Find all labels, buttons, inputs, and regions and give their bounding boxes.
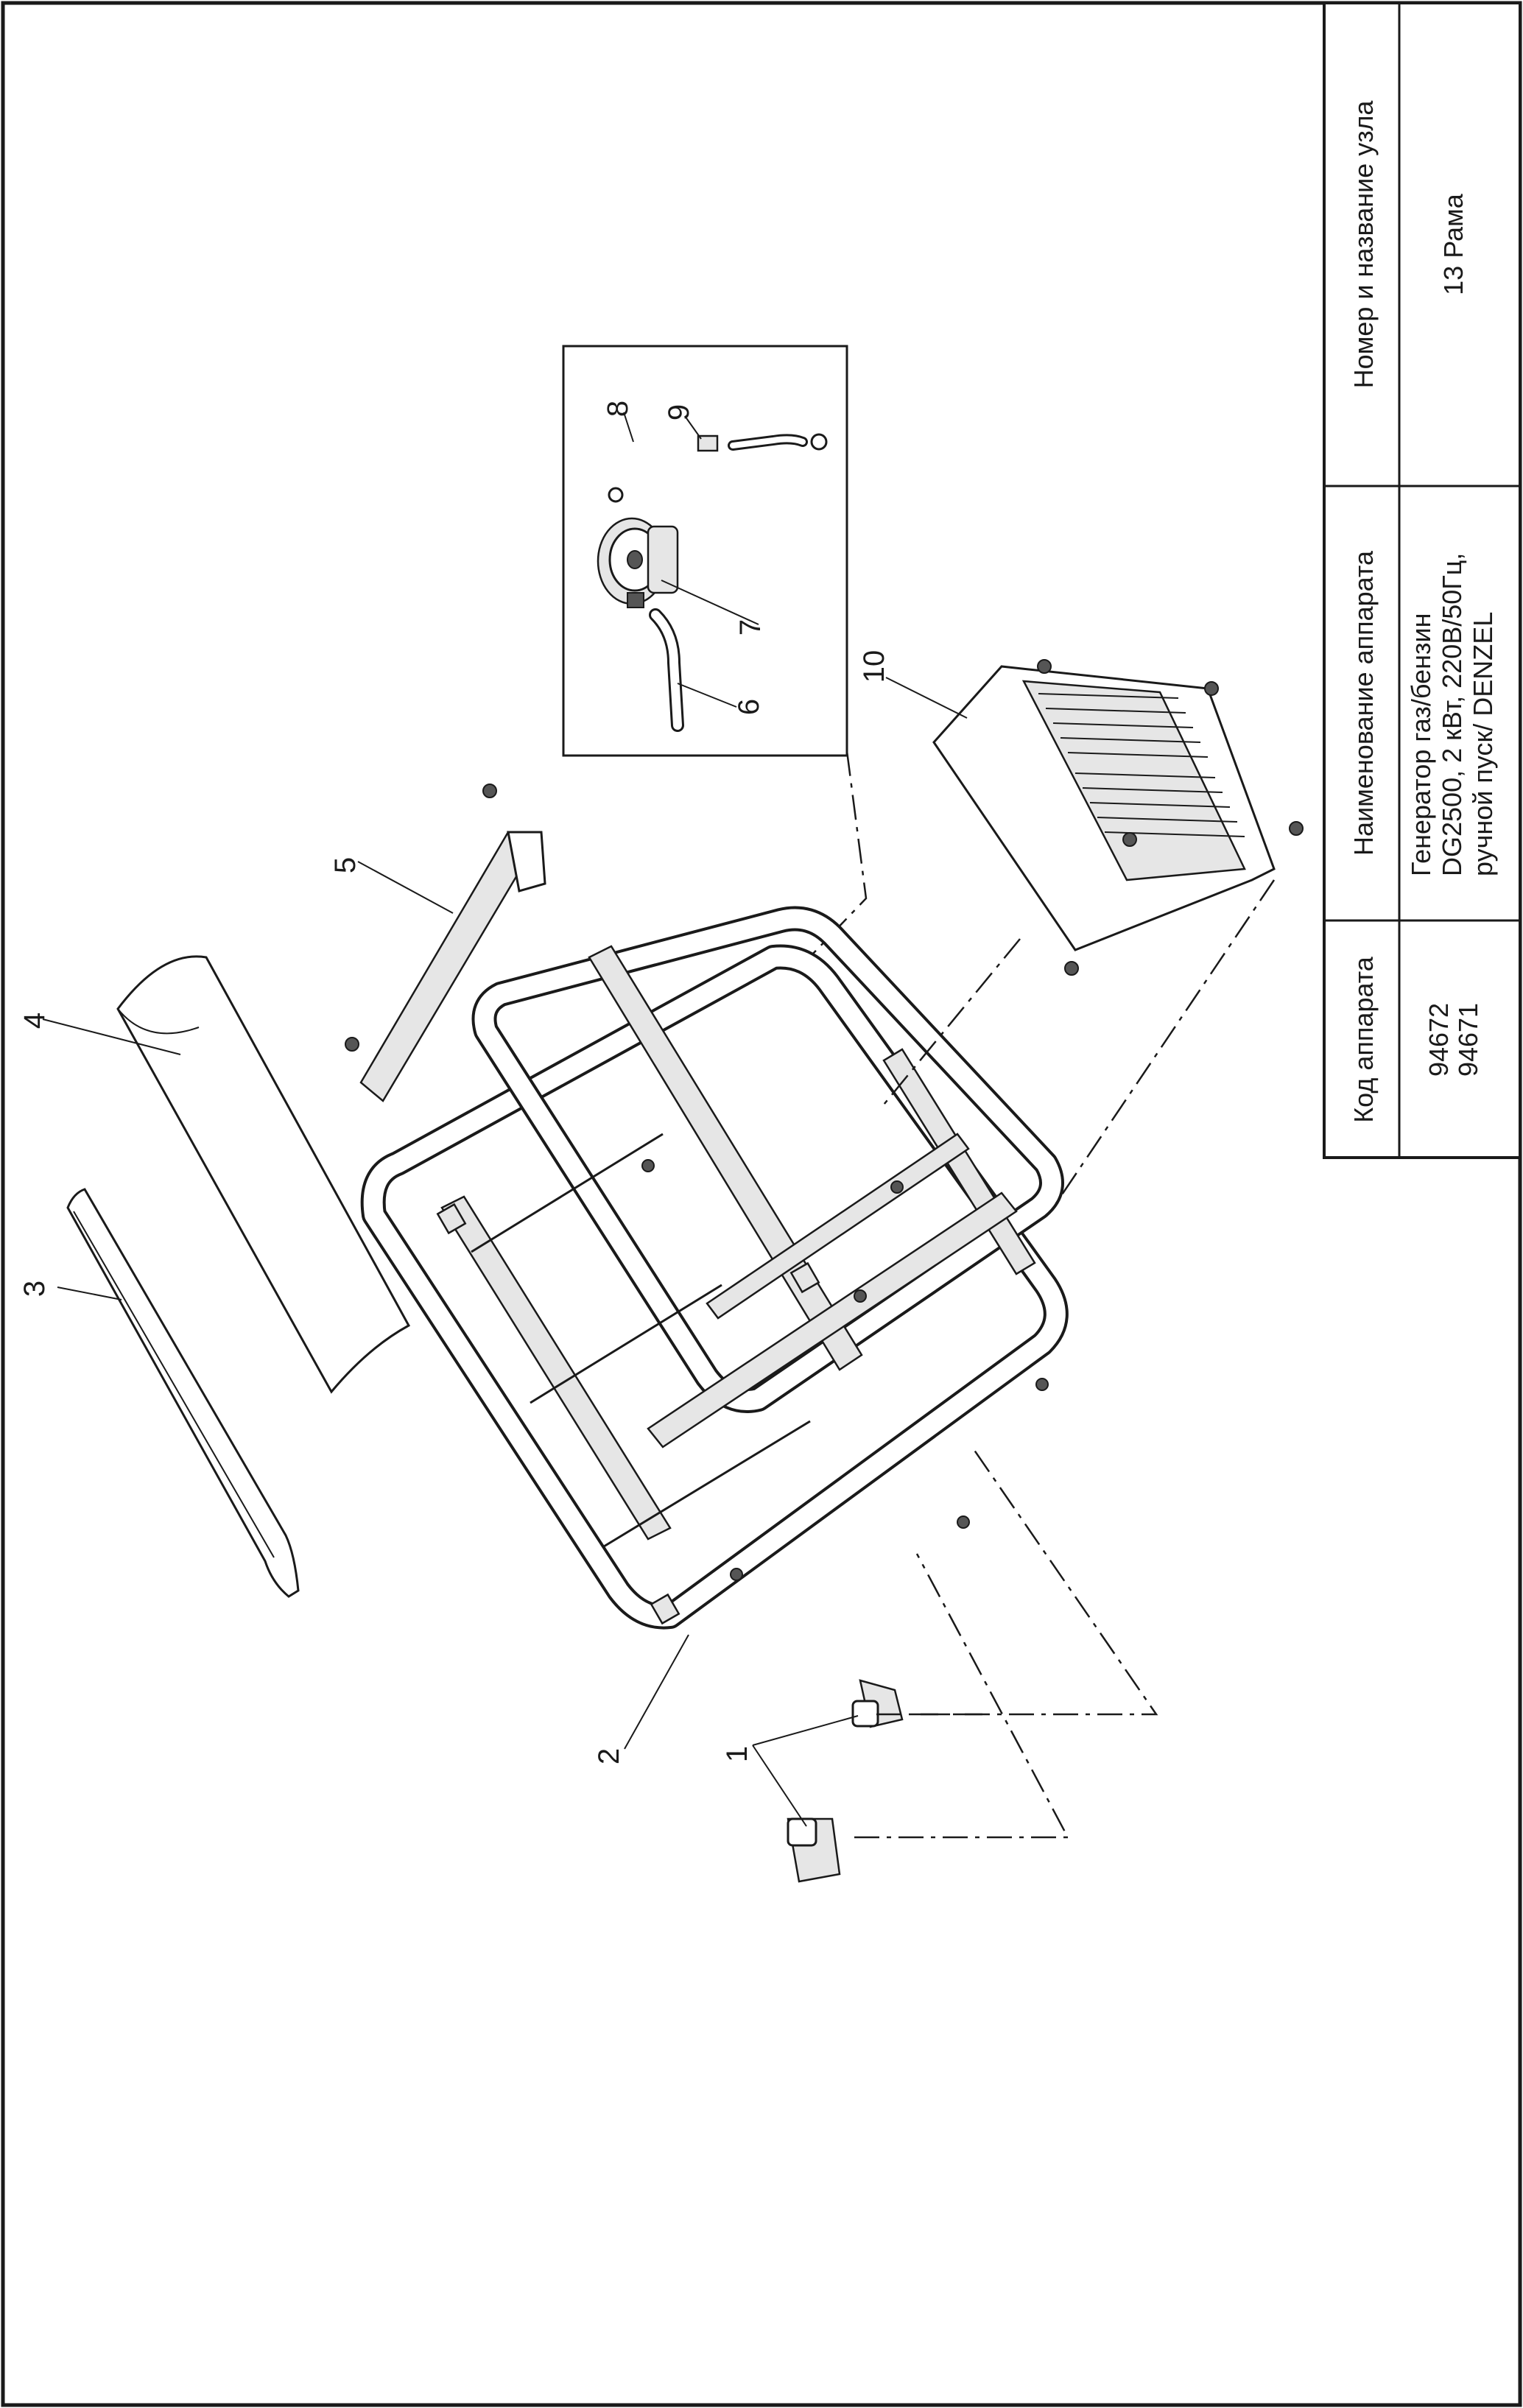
header-node: Номер и название узла xyxy=(1348,100,1379,389)
callout-leaders xyxy=(42,677,968,1827)
title-block: Код аппарата Наименование аппарата Номер… xyxy=(1323,1,1522,1159)
part-10-vent-panel xyxy=(932,659,1304,976)
device-name-line-1: Генератор газ/бензин xyxy=(1406,613,1436,876)
callout-6: 6 xyxy=(733,699,765,715)
callout-8: 8 xyxy=(602,401,634,417)
frame-assembly xyxy=(360,906,1069,1630)
header-code: Код аппарата xyxy=(1348,956,1379,1123)
part-3-trim-strip xyxy=(66,1188,300,1598)
callout-4: 4 xyxy=(18,1013,51,1029)
device-name-line-2: DG2500, 2 кВт, 220В/50Гц, xyxy=(1437,553,1467,876)
device-code-2: 94671 xyxy=(1453,1003,1483,1077)
callout-10: 10 xyxy=(858,650,890,683)
callout-2: 2 xyxy=(593,1748,625,1764)
callout-3: 3 xyxy=(18,1281,51,1297)
part-4-cover-panel xyxy=(116,955,411,1394)
part-1-rubber-feet xyxy=(787,1679,904,1883)
callout-1: 1 xyxy=(721,1746,753,1762)
callout-labels: 1 2 3 4 5 6 7 8 9 10 xyxy=(18,401,890,1764)
part-5-mounting-rail xyxy=(345,784,546,1102)
callout-9: 9 xyxy=(663,404,695,420)
device-code-1: 94672 xyxy=(1424,1003,1454,1077)
node-name: 13 Рама xyxy=(1438,193,1469,295)
header-device-name: Наименование аппарата xyxy=(1348,550,1379,856)
device-name-line-3: ручной пуск/ DENZEL xyxy=(1468,612,1498,876)
callout-7: 7 xyxy=(734,619,767,636)
vent-slots xyxy=(1038,693,1245,837)
callout-5: 5 xyxy=(329,857,362,873)
inset-fuel-parts xyxy=(562,345,848,757)
